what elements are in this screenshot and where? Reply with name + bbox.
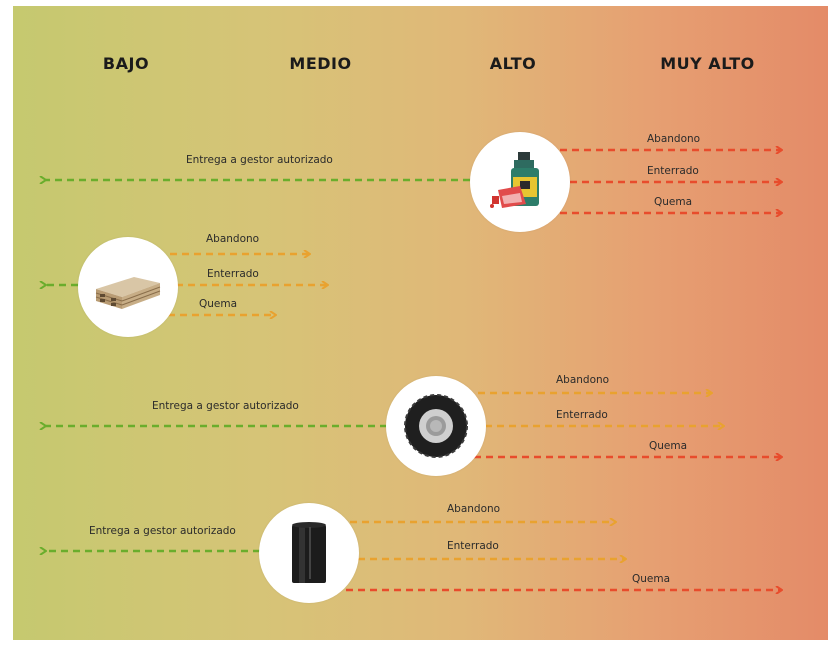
tire-circle — [386, 376, 486, 476]
label-film-abandono: Abandono — [447, 503, 501, 515]
level-muy-alto: MUY ALTO — [660, 54, 755, 73]
label-tire-gestor: Entrega a gestor autorizado — [152, 400, 299, 412]
label-tire-quema: Quema — [649, 440, 688, 452]
tire-icon — [404, 394, 468, 458]
label-pallets-abandono: Abandono — [206, 233, 260, 245]
label-bottles-quema: Quema — [654, 196, 693, 208]
label-tire-enterrado: Enterrado — [556, 409, 608, 421]
label-bottles-abandono: Abandono — [647, 133, 701, 145]
pallets-circle — [78, 237, 178, 337]
level-medio: MEDIO — [289, 54, 352, 73]
chemical-bottles-icon — [490, 152, 539, 208]
label-tire-abandono: Abandono — [556, 374, 610, 386]
plastic-film-roll-icon — [292, 522, 326, 583]
label-pallets-quema: Quema — [199, 298, 238, 310]
pallets-icon — [95, 277, 161, 309]
bottles-circle — [470, 132, 570, 232]
label-pallets-enterrado: Enterrado — [207, 268, 259, 280]
label-film-quema: Quema — [632, 573, 671, 585]
label-bottles-gestor: Entrega a gestor autorizado — [186, 154, 333, 166]
level-bajo: BAJO — [102, 54, 150, 73]
label-bottles-enterrado: Enterrado — [647, 165, 699, 177]
label-film-gestor: Entrega a gestor autorizado — [89, 525, 236, 537]
label-film-enterrado: Enterrado — [447, 540, 499, 552]
level-alto: ALTO — [489, 54, 537, 73]
film-circle — [259, 503, 359, 603]
